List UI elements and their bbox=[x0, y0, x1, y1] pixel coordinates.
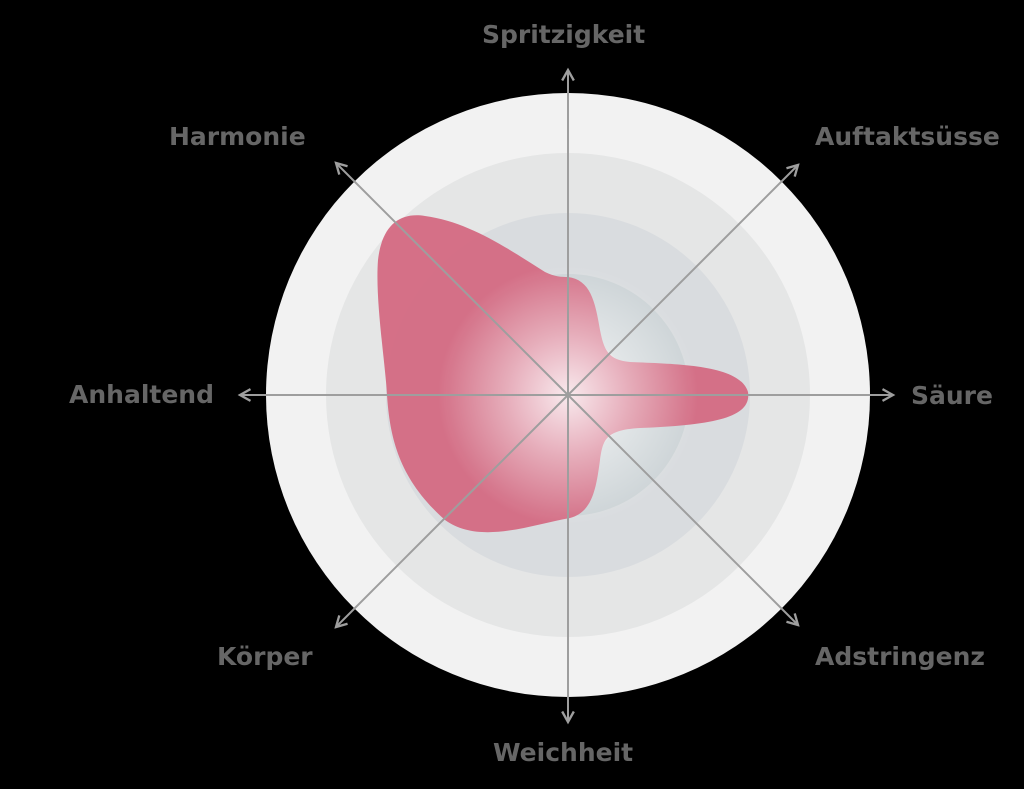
label-anhaltend: Anhaltend bbox=[69, 380, 214, 409]
axis-harmonie bbox=[336, 163, 569, 396]
label-koerper: Körper bbox=[217, 642, 313, 671]
label-saeure: Säure bbox=[911, 381, 993, 410]
label-adstringenz: Adstringenz bbox=[815, 642, 985, 671]
label-auftaktsuesse: Auftaktsüsse bbox=[815, 122, 1000, 151]
label-spritzigkeit: Spritzigkeit bbox=[482, 20, 646, 49]
axis-auftaktsuesse bbox=[567, 165, 798, 396]
label-harmonie: Harmonie bbox=[169, 122, 306, 151]
radar-axes bbox=[240, 70, 893, 722]
axis-adstringenz bbox=[567, 394, 798, 625]
axis-koerper bbox=[336, 394, 569, 627]
label-weichheit: Weichheit bbox=[493, 738, 634, 767]
